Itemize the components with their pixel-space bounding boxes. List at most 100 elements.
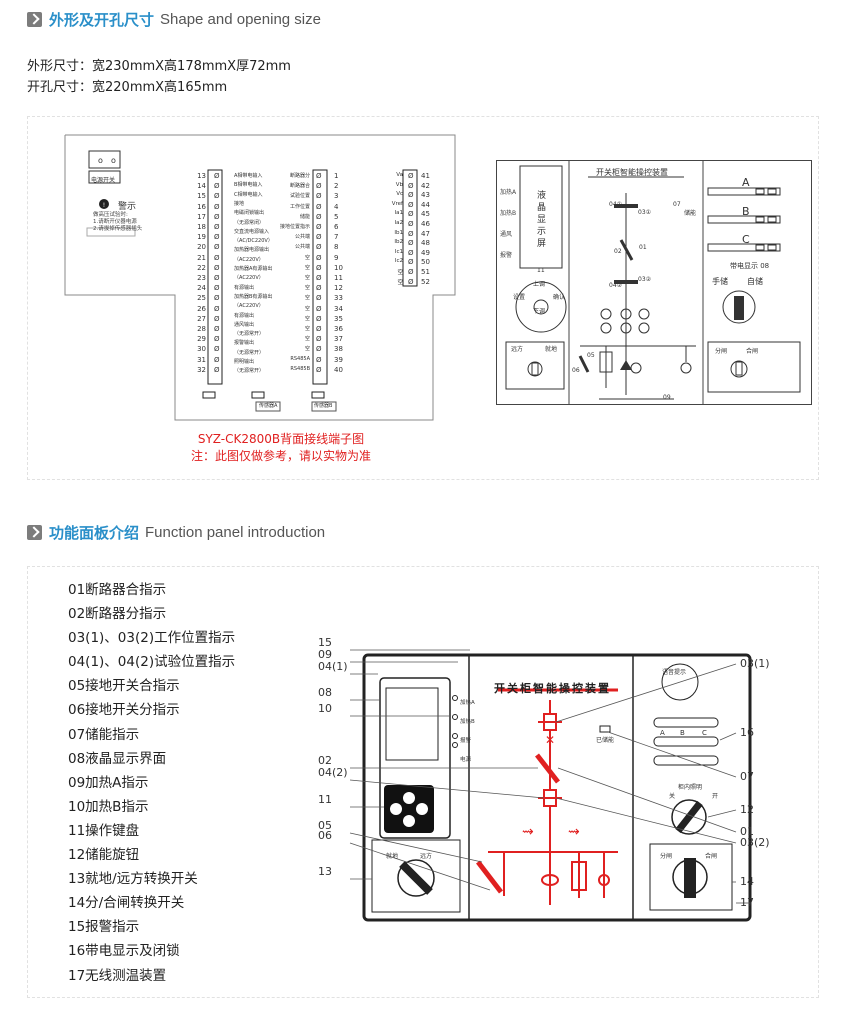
callout-label: 13 <box>318 865 332 878</box>
feature-item: 04(1)、04(2)试验位置指示 <box>68 654 236 671</box>
feature-item: 03(1)、03(2)工作位置指示 <box>68 630 236 647</box>
terminal-screw-icon: Ø <box>214 243 220 252</box>
panel-live-c: C <box>702 729 707 737</box>
terminal-label: Ia2 <box>394 220 404 226</box>
terminal-block-mid <box>312 169 328 385</box>
terminal-screw-icon: Ø <box>214 253 220 262</box>
small-panel-leds: 加热A 加热B 通风 报警 <box>500 189 517 259</box>
terminal-num: 49 <box>421 248 430 257</box>
terminal-label: A相带电输入 <box>234 173 263 179</box>
warning-title: 警示 <box>118 202 137 212</box>
svg-text:⇝: ⇝ <box>568 824 580 840</box>
callout-label: 14 <box>740 875 754 888</box>
terminal-num: 13 <box>197 172 206 180</box>
terminal-label: 加热器电源输出 <box>234 247 270 254</box>
terminal-label: 空 <box>304 264 310 271</box>
terminal-label: 空 <box>397 279 403 286</box>
svg-text:o: o <box>111 156 116 165</box>
callout-label: 01 <box>740 825 754 838</box>
terminal-label: 空 <box>397 270 403 276</box>
terminal-screw-icon: Ø <box>316 233 322 242</box>
terminal-screw-icon: Ø <box>316 202 322 211</box>
terminal-label: 断路器分 <box>289 173 310 179</box>
terminal-screw-icon: Ø <box>214 263 220 272</box>
light-off-label: 关 <box>669 793 676 800</box>
power-switch-label: 电源开关 <box>91 177 116 184</box>
terminal-label: 空 <box>304 285 310 292</box>
terminal-num: 20 <box>197 243 206 252</box>
terminal-num: 29 <box>197 335 206 344</box>
terminal-screw-icon: Ø <box>316 243 322 252</box>
terminal-label: 照明输出 <box>234 359 255 365</box>
section-title-shape: 外形及开孔尺寸 Shape and opening size <box>27 9 321 30</box>
terminal-num: 5 <box>334 212 339 221</box>
auto-store-label: 自储 <box>747 277 763 286</box>
svg-text:!: ! <box>103 202 105 209</box>
callout-label: 05 <box>318 819 332 832</box>
terminal-num: 43 <box>421 191 430 200</box>
callout-label: 07 <box>740 770 754 783</box>
terminal-label: Ic2 <box>394 258 403 265</box>
terminal-screw-icon: Ø <box>408 200 414 209</box>
terminal-label: Vref <box>391 200 403 207</box>
drawing-frame-1 <box>27 116 819 480</box>
terminal-label: （无源常闭） <box>234 219 265 226</box>
terminal-screw-icon: Ø <box>214 274 220 282</box>
plug-label-b: 传感器B <box>314 403 333 409</box>
terminal-label: （无源常开） <box>234 368 265 375</box>
small-local-label: 就地 <box>545 346 558 353</box>
terminal-num: 25 <box>197 294 206 303</box>
terminal-screw-icon: Ø <box>214 314 220 323</box>
terminal-caption: SYZ-CK2800B背面接线端子图 <box>197 432 365 446</box>
terminal-screw-icon: Ø <box>408 181 414 190</box>
terminal-screw-icon: Ø <box>408 229 414 238</box>
terminal-num: 27 <box>197 314 206 323</box>
terminal-screw-icon: Ø <box>214 223 220 231</box>
feature-item: 17无线测温装置 <box>68 967 167 984</box>
function-panel: ✕ ⇝ ⇝ <box>349 649 752 922</box>
section-title-function: 功能面板介绍 Function panel introduction <box>27 522 325 543</box>
terminal-num: 50 <box>421 258 430 267</box>
terminal-num: 16 <box>197 202 206 211</box>
callout-label: 09 <box>318 648 332 661</box>
terminal-screw-icon: Ø <box>316 314 322 323</box>
terminal-label: 试验位置 <box>289 193 310 200</box>
terminal-screw-icon: Ø <box>408 248 414 257</box>
callout-label: 15 <box>318 636 332 649</box>
terminal-num: 28 <box>197 325 206 333</box>
terminal-num: 11 <box>334 274 343 282</box>
terminal-num: 36 <box>334 325 343 333</box>
terminal-screw-icon: Ø <box>316 274 322 282</box>
terminal-screw-icon: Ø <box>408 191 414 200</box>
terminal-label: Vb <box>395 181 403 188</box>
opening-size-spec: 开孔尺寸：宽220mmX高165mm <box>27 80 228 95</box>
terminal-label: （AC220V） <box>234 303 264 310</box>
arrow-icon <box>27 525 42 540</box>
terminal-screw-icon: Ø <box>316 172 322 180</box>
terminal-num: 40 <box>334 365 343 374</box>
terminal-num: 51 <box>421 268 430 276</box>
terminal-screw-icon: Ø <box>408 277 414 286</box>
terminal-screw-icon: Ø <box>214 182 220 191</box>
voice-label: 语音提示 <box>662 669 687 676</box>
terminal-screw-icon: Ø <box>214 212 220 221</box>
small-close-label: 合闸 <box>746 348 759 355</box>
terminal-label: 空 <box>304 326 310 332</box>
feature-item: 15报警指示 <box>68 919 140 936</box>
terminal-num: 15 <box>197 192 206 201</box>
terminal-label: 空 <box>304 336 310 343</box>
terminal-label: （AC220V） <box>234 256 264 263</box>
callout-label: 08 <box>318 686 332 699</box>
terminal-label: 接地位置指示 <box>280 224 311 230</box>
mark-03-2: 03② <box>638 276 652 283</box>
feature-item: 16带电显示及闭锁 <box>68 943 180 960</box>
live-display-label: 带电显示 08 <box>730 262 770 270</box>
mark-04-1: 04① <box>609 201 623 208</box>
terminal-screw-icon: Ø <box>316 365 322 374</box>
terminal-block-right <box>402 169 418 287</box>
close-label: 合闸 <box>705 853 718 860</box>
terminal-num: 32 <box>197 365 206 374</box>
terminal-label: 报警输出 <box>234 340 255 347</box>
stored-label: 已储能 <box>596 737 615 744</box>
terminal-label: 断路器合 <box>289 183 310 190</box>
